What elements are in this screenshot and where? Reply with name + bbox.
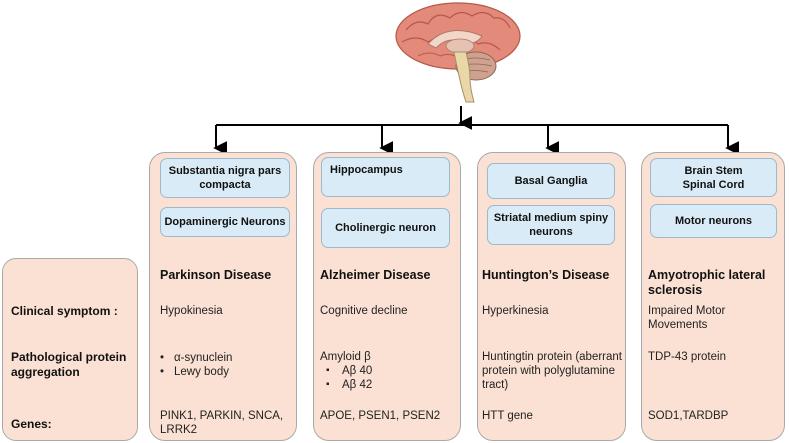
protein-item: α-synuclein (160, 351, 290, 365)
region-box: Hippocampus (321, 157, 450, 197)
neuron-box: Motor neurons (650, 204, 777, 238)
disease-title: Huntington’s Disease (482, 268, 610, 282)
tree-connectors (213, 106, 740, 155)
protein-item: Aβ 40 (320, 364, 450, 378)
neuron-box: Striatal medium spiny neurons (487, 205, 615, 245)
clinical-symptom: Cognitive decline (320, 305, 408, 317)
row-label-pathological: Pathological protein aggregation (11, 350, 127, 379)
protein-aggregation: Huntingtin protein (aberrant protein wit… (482, 351, 622, 391)
clinical-symptom: Impaired Motor Movements (648, 305, 726, 331)
brain-icon (395, 2, 521, 103)
protein-item: Lewy body (160, 365, 290, 379)
region-box: Substantia nigra pars compacta (160, 158, 290, 198)
column-huntington (477, 152, 626, 441)
genes: SOD1,TARDBP (648, 410, 729, 422)
disease-title: Amyotrophic lateral sclerosis (648, 268, 766, 297)
protein-aggregation: Aβ 40 Aβ 42 (320, 364, 450, 392)
neuron-box: Dopaminergic Neurons (160, 207, 290, 237)
protein-aggregation: TDP-43 protein (648, 351, 726, 363)
disease-title: Parkinson Disease (160, 268, 272, 282)
row-label-genes: Genes: (11, 417, 52, 431)
row-label-clinical: Clinical symptom : (11, 304, 118, 318)
disease-title: Alzheimer Disease (320, 268, 431, 282)
genes: HTT gene (482, 410, 533, 422)
column-alzheimer (313, 152, 461, 441)
clinical-symptom: Hypokinesia (160, 305, 223, 317)
region-box: Basal Ganglia (487, 163, 615, 199)
column-parkinson (149, 152, 297, 441)
protein-aggregation: α-synuclein Lewy body (160, 351, 290, 379)
region-box: Brain Stem Spinal Cord (650, 158, 777, 197)
column-als (641, 152, 785, 441)
protein-item: Aβ 42 (320, 378, 450, 392)
protein-title: Amyloid β (320, 351, 371, 363)
neuron-box: Cholinergic neuron (321, 208, 450, 248)
genes: PINK1, PARKIN, SNCA, LRRK2 (160, 410, 284, 436)
genes: APOE, PSEN1, PSEN2 (320, 410, 441, 422)
clinical-symptom: Hyperkinesia (482, 305, 549, 317)
row-labels-panel (2, 258, 138, 441)
